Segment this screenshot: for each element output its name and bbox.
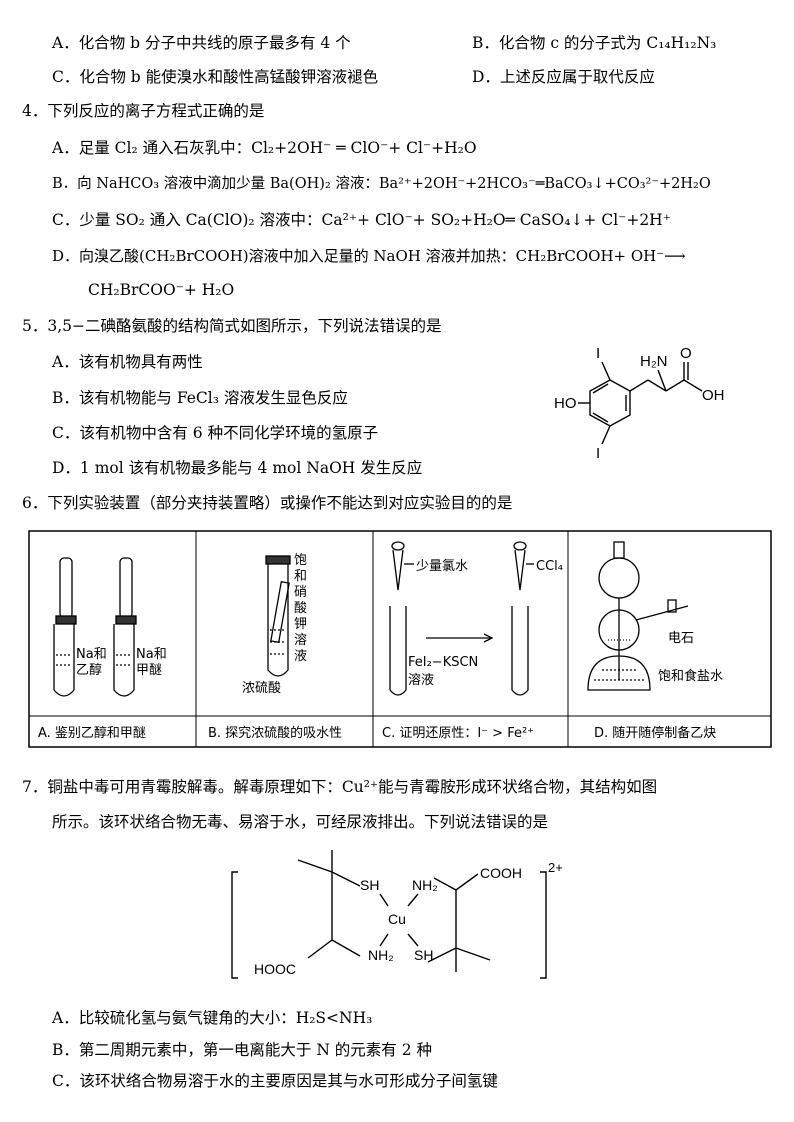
panel-a-label-2: 乙醇 — [76, 662, 102, 678]
q4-option-b: B．向 NaHCO₃ 溶液中滴加少量 Ba(OH)₂ 溶液：Ba²⁺+2OH⁻+… — [52, 176, 711, 192]
iodine-top-label: I — [596, 345, 600, 362]
hydroxyl-label: HO — [554, 395, 577, 412]
panel-a-label-3: Na和 — [136, 647, 167, 662]
carboxyl-label-right: COOH — [480, 865, 522, 881]
q7-option-b: B．第二周期元素中，第一电离能大于 N 的元素有 2 种 — [52, 1041, 433, 1059]
panel-c-label-solution-2: 溶液 — [408, 673, 434, 688]
panel-d-caption: D. 随开随停制备乙炔 — [594, 725, 716, 741]
panel-b-caption: B. 探究浓硫酸的吸水性 — [208, 725, 342, 741]
q4-option-c: C．少量 SO₂ 通入 Ca(ClO)₂ 溶液中：Ca²⁺+ ClO⁻+ SO₂… — [52, 211, 671, 229]
panel-a-label-4: 甲醚 — [136, 663, 162, 678]
panel-d-label-carbide: 电石 — [668, 631, 694, 646]
q3-option-a: A．化合物 b 分子中共线的原子最多有 4 个 — [52, 34, 351, 52]
panel-b-label-4: 酸 — [294, 601, 307, 616]
q5-option-d: D．1 mol 该有机物最多能与 4 mol NaOH 发生反应 — [52, 459, 423, 477]
q5-option-b: B．该有机物能与 FeCl₃ 溶液发生显色反应 — [52, 389, 348, 407]
panel-b-label-2: 和 — [294, 569, 307, 584]
panel-b-label-5: 钾 — [294, 617, 307, 632]
panel-b-label-6: 溶 — [294, 633, 307, 648]
panel-c-label-ccl4: CCl₄ — [536, 559, 563, 574]
panel-c-label-solution-1: FeI₂−KSCN — [408, 655, 478, 670]
panel-b-label-7: 液 — [294, 649, 307, 664]
amino-label: H₂N — [640, 353, 668, 370]
panel-a-label-1: Na和 — [76, 647, 107, 662]
q3-option-d: D．上述反应属于取代反应 — [472, 68, 655, 86]
diiodotyrosine-structure: I I HO H₂N O OH — [554, 345, 725, 460]
q4-stem: 4．下列反应的离子方程式正确的是 — [22, 102, 265, 120]
q7-stem-line2: 所示。该环状络合物无毒、易溶于水，可经尿液排出。下列说法错误的是 — [52, 813, 549, 831]
q7-option-c: C．该环状络合物易溶于水的主要原因是其与水可形成分子间氢键 — [52, 1072, 498, 1090]
q4-option-d-cont: CH₂BrCOO⁻+ H₂O — [88, 281, 235, 299]
thiol-label-2: SH — [414, 947, 433, 963]
carboxyl-oh-label: OH — [702, 387, 725, 404]
carboxyl-label-left: HOOC — [254, 961, 296, 977]
q7-stem-line1: 7．铜盐中毒可用青霉胺解毒。解毒原理如下：Cu²⁺能与青霉胺形成环状络合物，其结… — [22, 778, 658, 796]
penicillamine-copper-complex: SH NH₂ COOH 2+ Cu NH₂ SH HOOC — [231, 850, 563, 979]
panel-c-caption: C. 证明还原性：I⁻ > Fe²⁺ — [382, 726, 534, 741]
panel-b-label-1: 饱 — [294, 553, 307, 568]
panel-b-label-8: 浓硫酸 — [242, 681, 281, 696]
q6-apparatus-figure: Na和 乙醇 Na和 甲醚 A. 鉴别乙醇和甲醚 饱 和 硝 酸 钾 溶 液 浓… — [28, 530, 772, 748]
q5-stem: 5．3,5−二碘酪氨酸的结构简式如图所示，下列说法错误的是 — [22, 317, 442, 335]
panel-c-label-chlorine-water: 少量氯水 — [416, 559, 468, 574]
q3-option-b: B．化合物 c 的分子式为 C₁₄H₁₂N₃ — [472, 34, 717, 52]
q4-option-a: A．足量 Cl₂ 通入石灰乳中：Cl₂+2OH⁻ ═ ClO⁻+ Cl⁻+H₂O — [52, 139, 477, 157]
thiol-label-1: SH — [360, 877, 379, 893]
q6-stem: 6．下列实验装置（部分夹持装置略）或操作不能达到对应实验目的的是 — [22, 494, 513, 512]
amine-label-1: NH₂ — [412, 877, 438, 893]
amine-label-2: NH₂ — [368, 947, 394, 963]
q4-option-d: D．向溴乙酸(CH₂BrCOOH)溶液中加入足量的 NaOH 溶液并加热：CH₂… — [52, 247, 686, 265]
q5-option-c: C．该有机物中含有 6 种不同化学环境的氢原子 — [52, 424, 379, 442]
iodine-bottom-label: I — [596, 445, 600, 460]
carbonyl-o-label: O — [680, 345, 692, 362]
charge-label: 2+ — [548, 860, 563, 875]
q7-option-a: A．比较硫化氢与氨气键角的大小：H₂S<NH₃ — [52, 1009, 373, 1027]
panel-b-label-3: 硝 — [294, 585, 307, 600]
copper-label: Cu — [388, 911, 406, 927]
q3-option-c: C．化合物 b 能使溴水和酸性高锰酸钾溶液褪色 — [52, 68, 379, 86]
q5-option-a: A．该有机物具有两性 — [52, 353, 203, 371]
panel-d-label-brine: 饱和食盐水 — [658, 668, 723, 684]
panel-a-caption: A. 鉴别乙醇和甲醚 — [38, 725, 146, 741]
